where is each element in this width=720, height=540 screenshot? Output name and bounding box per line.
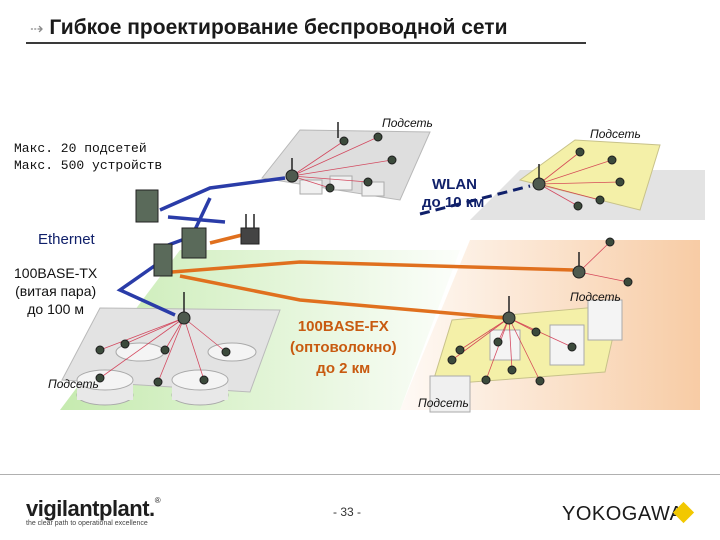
subnet-label-right: Подсеть [570, 290, 621, 304]
slide-title: ⇢ Гибкое проектирование беспроводной сети [30, 16, 507, 40]
max-devices-text: Макс. 500 устройств [14, 158, 163, 173]
brand-tagline: the clear path to operational excellence [26, 520, 148, 527]
wireless-field-devices [95, 132, 633, 387]
brand-text: vigilantplant. [26, 496, 155, 521]
title-underline [26, 42, 586, 44]
vigilantplant-logo: vigilantplant.® [26, 496, 161, 522]
fx-line2: (оптоволокно) [290, 339, 397, 356]
footer-divider [0, 474, 720, 475]
wlan-link [419, 184, 531, 216]
fx-label: 100BASE-FX (оптоволокно) до 2 км [290, 316, 397, 379]
subnet-platform-top [261, 129, 431, 201]
tx-line3: до 100 м [27, 301, 84, 317]
title-text: Гибкое проектирование беспроводной сети [49, 16, 508, 39]
capacity-info: Макс. 20 подсетей Макс. 500 устройств [14, 140, 162, 174]
wlan-line1: WLAN [432, 176, 477, 193]
fx-line1: 100BASE-FX [297, 318, 389, 335]
wlan-label: WLAN до 10 км [422, 176, 484, 212]
yokogawa-logo: YOKOGAWA [562, 503, 684, 525]
wlan-line2: до 10 км [422, 194, 485, 211]
network-switches [135, 189, 260, 277]
wireless-rays [99, 136, 629, 383]
subnet-label-top-right: Подсеть [590, 127, 641, 141]
tx-line2: (витая пара) [15, 283, 97, 299]
tx-label: 100BASE-TX (витая пара) до 100 м [14, 264, 97, 318]
wireless-gateways [177, 169, 586, 325]
brand-tm: ® [154, 496, 161, 505]
subnet-label-bottom: Подсеть [418, 396, 469, 410]
subnet-label-left: Подсеть [48, 377, 99, 391]
max-subnets-text: Макс. 20 подсетей [14, 141, 147, 156]
fiber-links [171, 232, 574, 320]
tx-line1: 100BASE-TX [14, 265, 98, 281]
arrow-icon: ⇢ [30, 21, 44, 38]
page-number: - 33 - [333, 505, 362, 519]
ethernet-label: Ethernet [38, 231, 95, 248]
subnet-label-top: Подсеть [382, 116, 433, 130]
fx-line3: до 2 км [316, 360, 371, 377]
subnet-platform-bottom-right [429, 299, 623, 413]
